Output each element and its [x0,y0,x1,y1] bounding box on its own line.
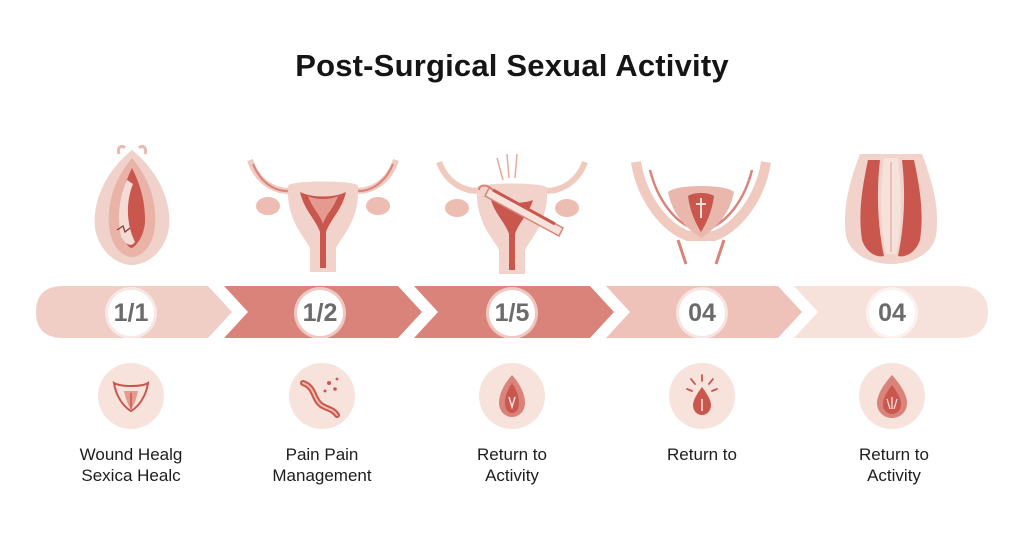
step-badge-1: 1/1 [108,290,154,336]
step-label-line: Return to [477,445,547,464]
step-label-line: Activity [867,466,921,485]
step-label-line: Wound Healg [79,445,183,464]
step-label-line: Sexica Healc [81,466,181,485]
anatomy-illustration-1 [47,140,217,280]
step-label-1: Wound Healg Sexica Healc [36,444,226,486]
organ-icon-2 [859,363,925,429]
step-label-2: Pain Pain Management [227,444,417,486]
step-label-5: Return to Activity [799,444,989,486]
step-badge-3: 1/5 [489,290,535,336]
anatomy-illustration-5 [806,140,976,280]
pelvic-anatomy-illustration [616,140,786,280]
step-label-line: Return to [859,445,929,464]
drop-icon [669,363,735,429]
step-label-3: Return to Activity [417,444,607,486]
step-badge-2: 1/2 [297,290,343,336]
step-label-line: Management [272,466,372,485]
step-label-line: Return to [667,445,737,464]
step-label-4: Return to [607,444,797,465]
step-badge-5: 04 [869,290,915,336]
pelvis-icon [98,363,164,429]
step-label-line: Pain Pain [285,445,359,464]
uterus-surgical-tool-illustration [427,140,597,280]
uterus-illustration [238,140,408,280]
wave-pain-icon [289,363,355,429]
page-title: Post-Surgical Sexual Activity [295,48,729,83]
step-label-line: Activity [485,466,539,485]
step-badge-4: 04 [679,290,725,336]
organ-icon [479,363,545,429]
